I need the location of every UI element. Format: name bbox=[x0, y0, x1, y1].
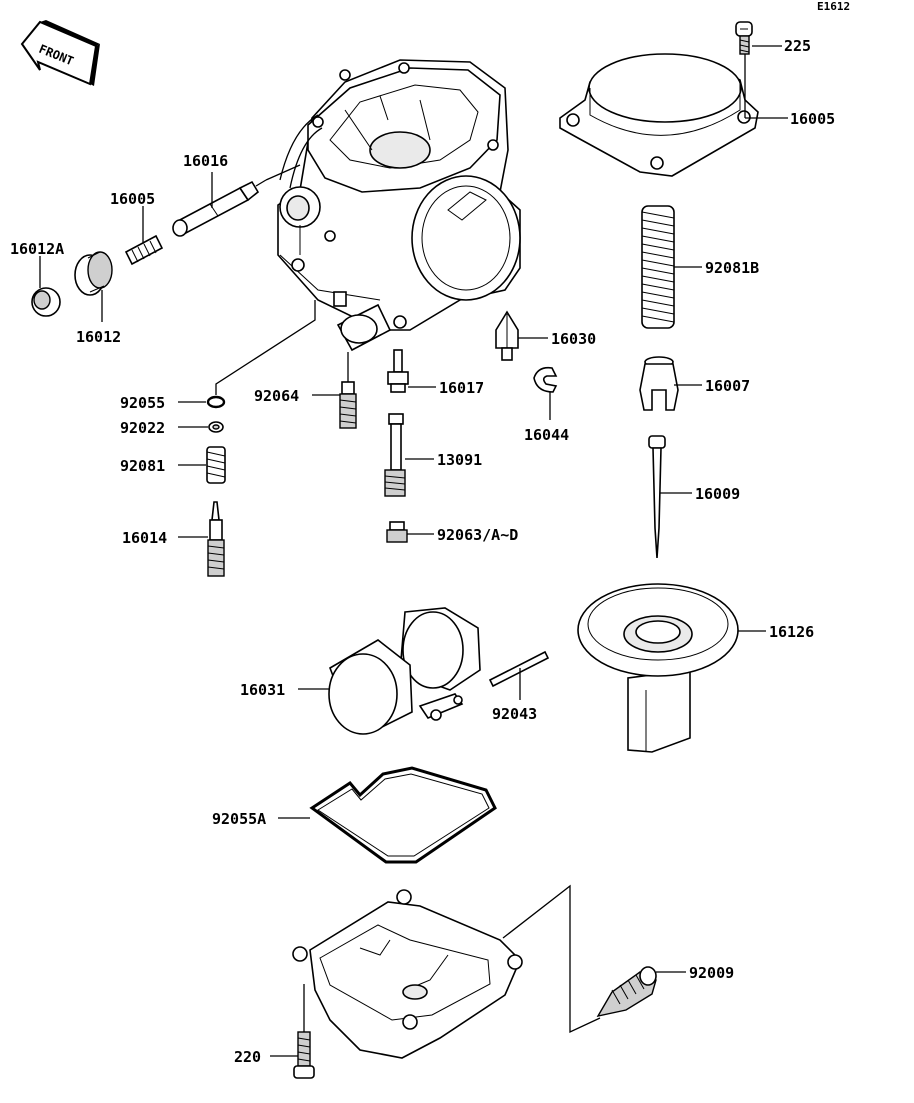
part-16012A-cap bbox=[31, 287, 61, 317]
carburetor-float-bowl bbox=[292, 889, 523, 1059]
front-arrow-icon: FRONT bbox=[20, 20, 100, 86]
leader-line-92009 bbox=[502, 884, 601, 1034]
part-16005-top-cover bbox=[559, 53, 759, 177]
part-16009-jet-needle bbox=[648, 435, 666, 559]
label-92081B: 92081B bbox=[705, 259, 759, 277]
part-16007-needle-holder bbox=[639, 356, 679, 411]
part-16017-pilot-jet bbox=[387, 349, 409, 393]
label-16012A: 16012A bbox=[10, 240, 64, 258]
part-92022-washer bbox=[208, 421, 224, 433]
label-16126: 16126 bbox=[769, 623, 814, 641]
label-92009: 92009 bbox=[689, 964, 734, 982]
label-92063: 92063/A~D bbox=[437, 526, 518, 544]
label-16014: 16014 bbox=[122, 529, 167, 547]
part-92055A-gasket bbox=[309, 766, 497, 864]
label-16005: 16005 bbox=[790, 110, 835, 128]
part-13091-needle-jet bbox=[384, 413, 406, 497]
label-92081A: 16005 bbox=[110, 190, 155, 208]
part-92081A-spring bbox=[124, 234, 164, 266]
part-16012-nut bbox=[74, 251, 113, 296]
part-16031-float bbox=[328, 607, 481, 735]
label-92081: 92081 bbox=[120, 457, 165, 475]
label-16016: 16016 bbox=[183, 152, 228, 170]
part-92009-drain-screw bbox=[596, 966, 657, 1018]
label-92055: 92055 bbox=[120, 394, 165, 412]
part-16016-starter-plunger bbox=[172, 179, 267, 237]
label-16017: 16017 bbox=[439, 379, 484, 397]
page-id: E1612 bbox=[817, 0, 850, 13]
part-92043-float-pin bbox=[488, 650, 550, 688]
label-92043: 92043 bbox=[492, 705, 537, 723]
part-16126-vacuum-piston bbox=[577, 583, 739, 753]
part-16014-pilot-screw bbox=[207, 501, 225, 577]
part-92055-o-ring bbox=[206, 395, 226, 409]
part-16044-clip bbox=[533, 366, 558, 393]
part-16030-float-valve bbox=[495, 310, 519, 361]
part-92081-spring bbox=[206, 446, 226, 484]
carburetor-body bbox=[277, 59, 521, 352]
label-225: 225 bbox=[784, 37, 811, 55]
label-16007: 16007 bbox=[705, 377, 750, 395]
part-92081B-spring bbox=[641, 205, 675, 329]
label-92022: 92022 bbox=[120, 419, 165, 437]
part-225-screw bbox=[735, 21, 753, 55]
label-92064: 92064 bbox=[254, 387, 299, 405]
part-92064-screw bbox=[339, 352, 357, 429]
label-16031: 16031 bbox=[240, 681, 285, 699]
label-16009: 16009 bbox=[695, 485, 740, 503]
label-220: 220 bbox=[234, 1048, 261, 1066]
leader-line-92055 bbox=[215, 300, 316, 395]
label-16030: 16030 bbox=[551, 330, 596, 348]
part-92063-main-jet bbox=[386, 521, 408, 543]
label-13091: 13091 bbox=[437, 451, 482, 469]
label-16012: 16012 bbox=[76, 328, 121, 346]
label-92055A: 92055A bbox=[212, 810, 266, 828]
label-16044: 16044 bbox=[524, 426, 569, 444]
part-220-screw bbox=[293, 984, 315, 1079]
